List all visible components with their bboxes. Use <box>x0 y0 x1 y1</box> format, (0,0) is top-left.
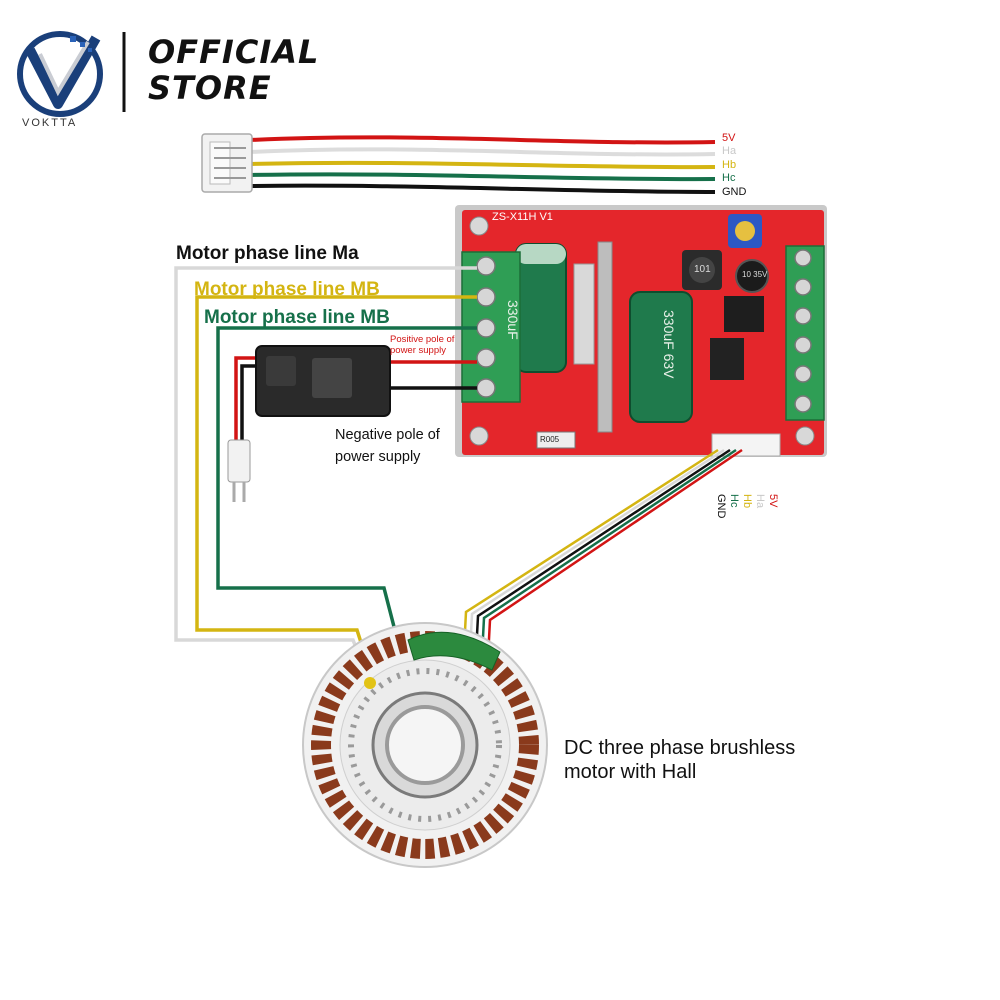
hall-rot-label-ha: Ha <box>754 494 766 509</box>
signal-terminal-block <box>785 245 825 421</box>
capacitor-left-label: 330uF <box>505 300 521 340</box>
hall-label-ha: Ha <box>722 145 737 157</box>
store-title-line1: OFFICIAL <box>148 33 320 71</box>
hall-wires-to-motor <box>462 448 743 659</box>
motor-description-line2: motor with Hall <box>564 761 697 783</box>
hall-sensor-pcb <box>407 631 501 671</box>
negative-pole-line1: Negative pole of <box>335 427 440 443</box>
hall-label-5v: 5V <box>722 132 736 144</box>
board-model-label: ZS-X11H V1 <box>492 211 553 223</box>
voktta-logo-icon <box>17 31 103 117</box>
inductor-label: 101 <box>694 264 711 275</box>
hall-label-hc: Hc <box>722 172 736 184</box>
brand-name: VOKTTA <box>22 117 78 129</box>
positive-pole-line2: power supply <box>390 345 446 356</box>
brushless-motor <box>302 622 548 868</box>
motor-description: DC three phase brushless motor with Hall <box>564 736 795 784</box>
hall-rot-label-5v: 5V <box>767 494 779 508</box>
phase-label-mb-green: Motor phase line MB <box>204 307 390 328</box>
hall-rot-label-hb: Hb <box>741 494 753 509</box>
small-capacitor-label: 10 35V <box>742 270 768 279</box>
hall-cable <box>201 133 716 194</box>
positive-pole-line1: Positive pole of <box>390 334 455 345</box>
phase-solder-point <box>364 677 376 689</box>
hall-label-hb: Hb <box>722 159 737 171</box>
hall-label-gnd: GND <box>722 186 747 198</box>
motor-description-line1: DC three phase brushless <box>564 737 796 759</box>
resistor-label: R005 <box>540 435 560 444</box>
capacitor-right-label: 330uF 63V <box>661 310 677 379</box>
negative-pole-line2: power supply <box>335 449 421 465</box>
hall-rot-label-gnd: GND <box>715 494 727 519</box>
controller-board <box>455 205 827 457</box>
phase-label-ma: Motor phase line Ma <box>176 243 359 264</box>
positive-pole-label: Positive pole of power supply <box>390 334 454 356</box>
phase-wires <box>174 266 477 684</box>
power-adapter <box>227 345 477 502</box>
store-title-line2: STORE <box>148 69 272 107</box>
hall-rot-label-hc: Hc <box>728 494 740 508</box>
phase-label-mb-yellow: Motor phase line MB <box>194 279 380 300</box>
negative-pole-label: Negative pole of power supply <box>335 424 440 468</box>
